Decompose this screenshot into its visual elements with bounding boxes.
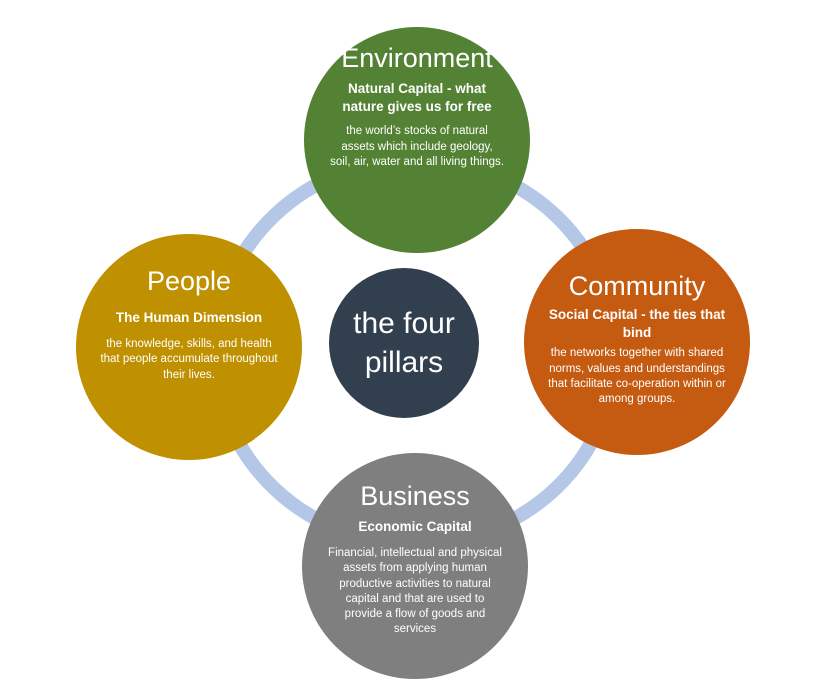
- pillar-people-subtitle: The Human Dimension: [115, 310, 263, 326]
- pillar-environment-title: Environment: [341, 43, 493, 73]
- center-label: the four pillars: [353, 307, 455, 379]
- pillar-community-title: Community: [568, 271, 706, 301]
- pillar-business-title: Business: [360, 481, 470, 511]
- pillar-environment: Environment Natural Capital - what natur…: [304, 27, 530, 253]
- pillar-business-subtitle: Economic Capital: [358, 519, 472, 535]
- pillar-community-description: the networks together with shared norms,…: [548, 347, 726, 405]
- pillar-people-title: People: [146, 266, 232, 296]
- pillar-business-description: Financial, intellectual and physical ass…: [328, 547, 502, 636]
- pillar-environment-subtitle: Natural Capital - what nature gives us f…: [342, 81, 492, 115]
- pillar-people-description: the knowledge, skills, and health that p…: [100, 338, 278, 381]
- pillar-community: Community Social Capital - the ties that…: [524, 229, 750, 455]
- pillar-people: People The Human Dimension the knowledge…: [76, 234, 302, 460]
- pillar-business: Business Economic Capital Financial, int…: [302, 453, 528, 679]
- pillar-environment-description: the world’s stocks of natural assets whi…: [330, 125, 504, 168]
- pillar-community-subtitle: Social Capital - the ties that bind: [548, 307, 726, 341]
- center-hub: the four pillars: [329, 268, 479, 418]
